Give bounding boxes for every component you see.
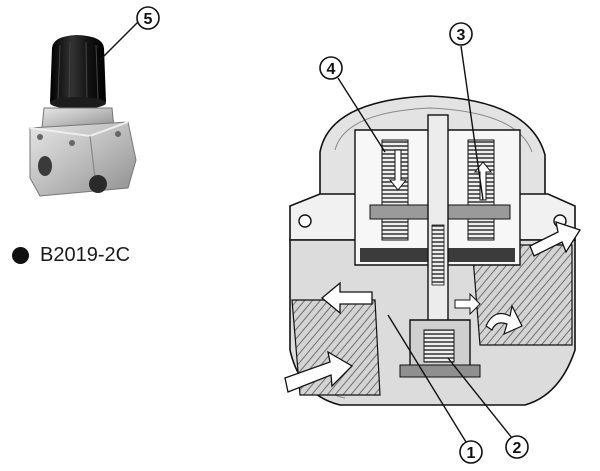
callout-4-number: 4 (327, 61, 336, 78)
adjustment-knob (50, 35, 106, 106)
outlet-port (89, 175, 107, 193)
callout-1: 1 (459, 440, 483, 464)
callout-4-leader (337, 77, 386, 153)
knob-ridges (57, 41, 99, 104)
inlet-port (38, 156, 52, 176)
callout-1-leader (387, 314, 467, 443)
callout-2-leader (447, 357, 513, 439)
cutaway-diagram (284, 95, 581, 406)
callout-1-number: 1 (467, 445, 476, 462)
callout-2-number: 2 (513, 440, 522, 457)
callout-5-number: 5 (144, 11, 153, 28)
model-code-label: B2019-2C (40, 244, 131, 266)
outlet-arrow-icon (529, 221, 581, 257)
callout-2: 2 (505, 435, 529, 459)
internal-flow-arrow-icon (454, 292, 481, 316)
inlet-arrow-icon (284, 350, 354, 393)
model-bullet-icon (12, 247, 29, 264)
product-photo (29, 35, 137, 197)
callout-4: 4 (319, 56, 343, 80)
callout-5: 5 (136, 6, 160, 30)
callout-5-leader (99, 21, 139, 61)
relief-arrow-icon (485, 304, 523, 336)
callout-3-number: 3 (457, 27, 466, 44)
callout-3-leader (460, 45, 484, 201)
supply-arrow-icon (320, 281, 373, 315)
callout-3: 3 (449, 22, 473, 46)
valve-stem (427, 114, 449, 326)
